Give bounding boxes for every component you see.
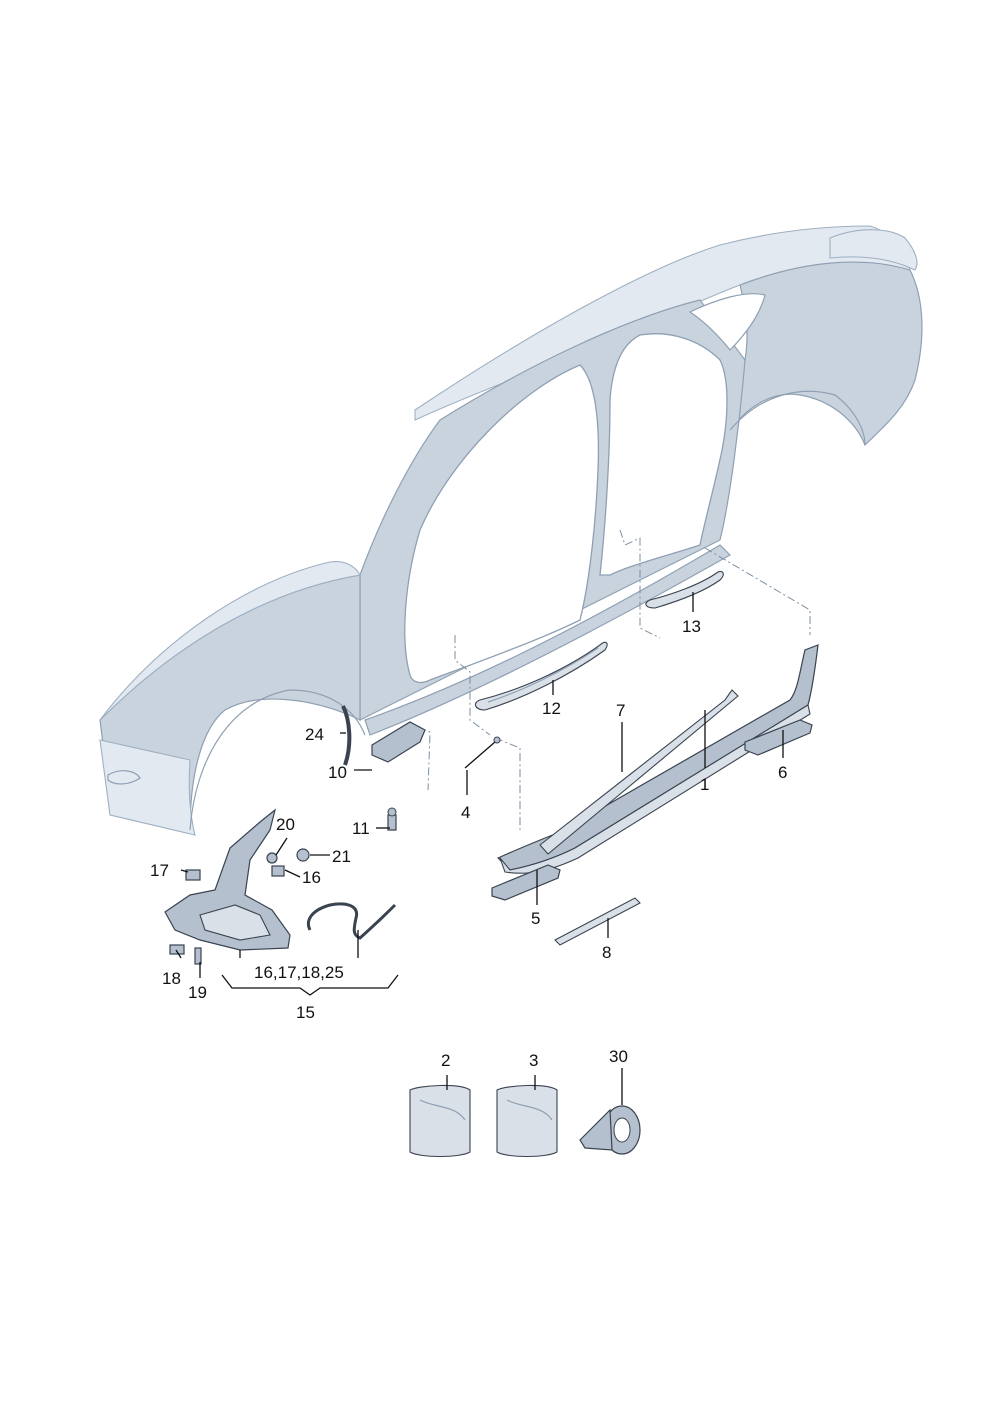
quarter-window [688,293,766,351]
part-4-cable-end [493,736,501,744]
part-4-cable-tie [464,741,496,769]
label-7: 7 [616,701,625,720]
callout-labels: 1 2 3 4 5 6 7 8 10 11 12 13 15 16 16,17,… [150,617,787,1070]
part-18-clip [169,944,185,955]
label-3: 3 [529,1051,538,1070]
fog-light-outline [107,770,141,785]
part-7-trim-strip [539,689,739,855]
label-11: 11 [352,819,370,838]
label-5: 5 [531,909,540,928]
car-body-shell [99,225,923,836]
part-30-tape-end [579,1108,613,1151]
label-12: 12 [542,699,561,718]
part-17-clip [185,869,201,881]
label-30: 30 [609,1047,628,1066]
front-wheel-arch [189,689,366,831]
label-1: 1 [700,775,709,794]
label-13: 13 [682,617,701,636]
part-8-tape-strip [554,897,641,946]
label-19: 19 [188,983,207,1002]
part-16-clip [271,865,285,877]
trunk-lid [829,229,918,271]
label-10: 10 [328,763,347,782]
rear-quarter-panel [729,261,923,447]
hood [99,561,361,721]
part-15-liner-inner [199,904,271,941]
part-24-seal-strip [341,705,352,766]
leader-lines [175,592,784,1105]
label-17: 17 [150,861,169,880]
part-1-sill-panel-lower [499,704,811,874]
body-sill [364,544,731,736]
label-2: 2 [441,1051,450,1070]
part-5-end-cap-front [491,864,561,901]
label-16: 16 [302,868,321,887]
label-8: 8 [602,943,611,962]
label-20: 20 [276,815,295,834]
part-13-rear-sill-plate [645,570,724,609]
part-19-screw [194,947,202,965]
rear-wheel-arch [729,390,866,446]
part-2-small-parts-bag [409,1084,471,1158]
front-door-opening [404,364,600,684]
rear-door-opening [599,333,728,576]
part-6-end-cap-rear [744,719,813,756]
front-bumper [99,739,196,836]
part-10-bracket [371,721,426,763]
part-20-nut [266,852,278,864]
label-18: 18 [162,969,181,988]
label-group-16-17-18-25: 16,17,18,25 [254,963,344,982]
label-24: 24 [305,725,324,744]
label-4: 4 [461,803,470,822]
label-6: 6 [778,763,787,782]
part-25-seal-loop [306,902,397,940]
part-30-tape-core [613,1117,631,1143]
part-21-screw [296,848,310,862]
part-3-small-parts-bag [496,1084,558,1158]
part-12-front-sill-plate [474,641,608,711]
label-15: 15 [296,1003,315,1022]
label-21: 21 [332,847,351,866]
part-11-bolt-head [387,807,397,817]
